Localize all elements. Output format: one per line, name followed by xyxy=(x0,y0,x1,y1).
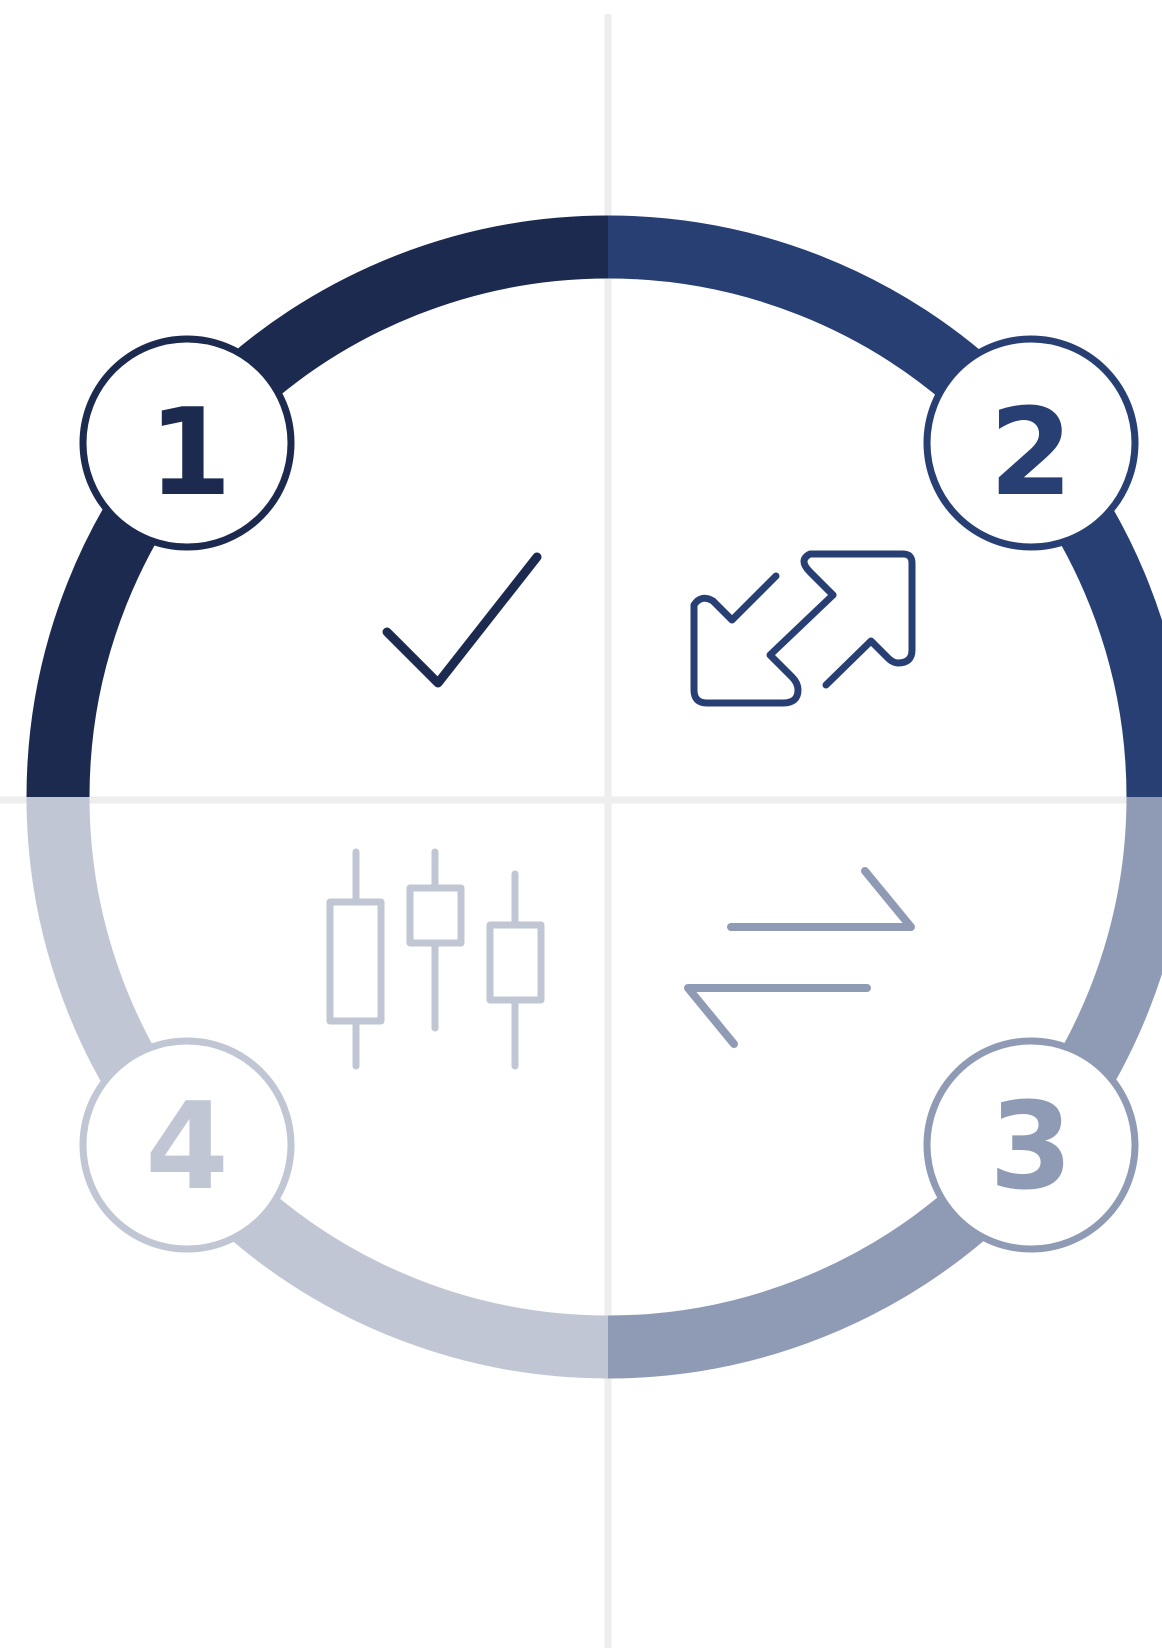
step-badge-2-circle xyxy=(923,335,1139,551)
step-number-4: 4 xyxy=(145,1078,229,1217)
step-badge-3: 3 xyxy=(923,1037,1139,1253)
step-number-3: 3 xyxy=(989,1078,1073,1217)
step-badge-4: 4 xyxy=(79,1037,295,1253)
step-badge-4-circle xyxy=(79,1037,295,1253)
step-badge-1-circle xyxy=(79,335,295,551)
step-number-2: 2 xyxy=(989,384,1073,523)
step-badge-1: 1 xyxy=(79,335,295,551)
checkmark-icon xyxy=(382,552,542,688)
step-badge-3-circle xyxy=(923,1037,1139,1253)
exchange-arrows-icon xyxy=(684,867,915,1048)
step-badge-2: 2 xyxy=(923,335,1139,551)
step-number-1: 1 xyxy=(148,384,232,523)
candlestick-chart-icon xyxy=(326,848,545,1070)
expand-arrows-icon xyxy=(690,550,916,707)
